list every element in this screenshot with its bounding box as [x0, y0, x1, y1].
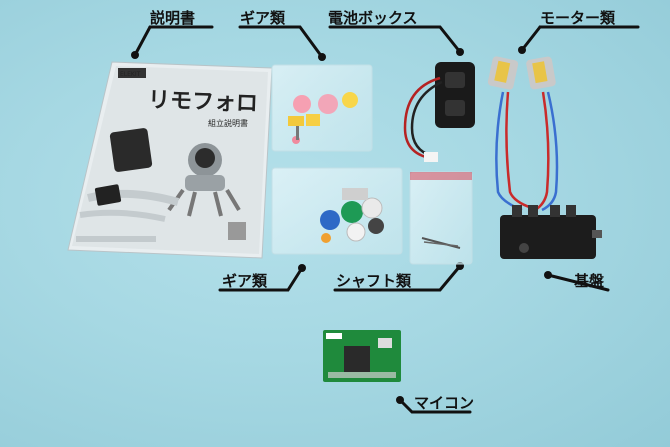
gear-bag-top [271, 64, 373, 152]
manual-brand: ELEKIT [120, 71, 141, 78]
leader-lines [133, 25, 640, 414]
instruction-manual: ELEKIT リモフォロ 組立説明書 [67, 61, 273, 259]
battery-box [403, 62, 475, 162]
label-shafts: シャフト類 [336, 272, 412, 290]
shaft-bag [409, 171, 473, 265]
microcontroller-board [323, 330, 401, 382]
brand-logo [118, 68, 146, 78]
manual-subtitle: 組立説明書 [208, 118, 248, 128]
label-microcontroller: マイコン [414, 394, 475, 412]
label-motors: モーター類 [540, 9, 616, 27]
label-manual: 説明書 [150, 9, 196, 27]
label-battery-box: 電池ボックス [328, 9, 418, 27]
label-board: 基盤 [574, 272, 605, 290]
label-gears-top: ギア類 [240, 9, 286, 27]
motors [487, 56, 559, 212]
gear-bag-bottom [271, 167, 403, 255]
base-board [500, 205, 602, 259]
manual-title: リモフォロ [148, 88, 259, 117]
label-gears-bottom: ギア類 [222, 272, 268, 290]
